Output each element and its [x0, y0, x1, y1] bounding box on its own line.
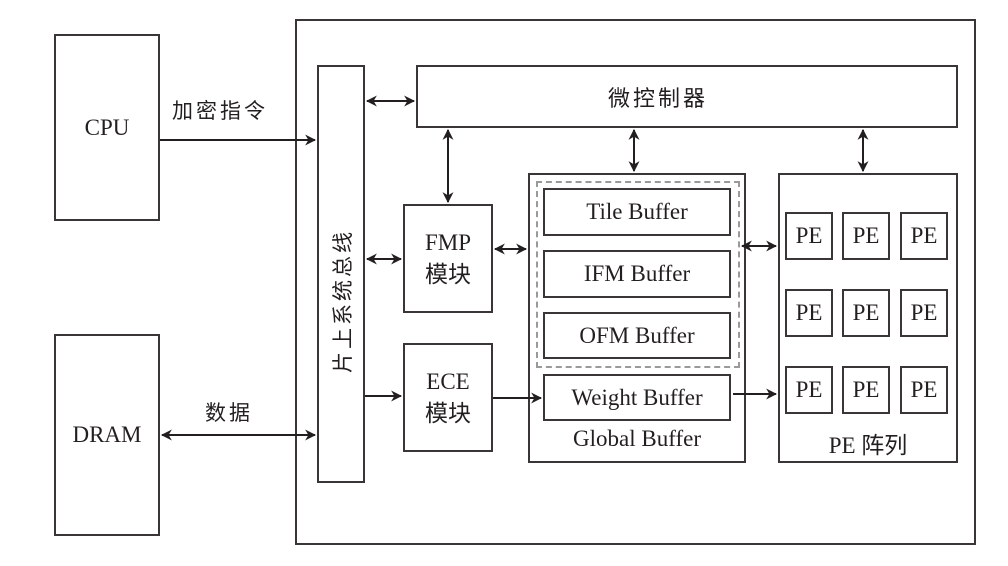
fmp-module-label: 模块: [425, 261, 471, 288]
pe-cell: PE: [785, 366, 833, 414]
pe-cell-label: PE: [852, 377, 880, 402]
pe-cell-label: PE: [795, 300, 823, 325]
system-bus: [317, 65, 365, 483]
cpu-label: CPU: [84, 114, 130, 140]
global-buffer-label: Global Buffer: [573, 426, 701, 451]
pe-cell-label: PE: [910, 223, 938, 248]
pe-cell: PE: [900, 366, 948, 414]
pe-array: [778, 173, 958, 463]
ece-module-label: 模块: [425, 400, 471, 427]
pe-cell: PE: [785, 212, 833, 260]
dram-label: DRAM: [72, 422, 142, 447]
pe-cell: PE: [842, 289, 890, 337]
fmp-label: FMP: [424, 229, 472, 255]
weight-buffer-label: Weight Buffer: [571, 384, 703, 410]
pe-cell-label: PE: [852, 300, 880, 325]
pe-cell: PE: [900, 212, 948, 260]
ece-module: ECE 模块: [403, 343, 493, 452]
microcontroller: 微控制器: [416, 65, 958, 128]
pe-array-label-text: PE 阵列: [828, 433, 908, 458]
pe-cell: PE: [842, 212, 890, 260]
pe-array-label: PE 阵列: [778, 426, 958, 460]
feature-buffer-group: [536, 181, 740, 368]
pe-cell-label: PE: [852, 223, 880, 248]
tile-buffer-label: Tile Buffer: [586, 199, 688, 224]
pe-cell-label: PE: [910, 377, 938, 402]
data-label: 数据: [205, 401, 253, 425]
microcontroller-label: 微控制器: [608, 87, 709, 112]
pe-cell-label: PE: [910, 300, 938, 325]
weight-buffer: Weight Buffer: [543, 374, 731, 421]
pe-cell: PE: [842, 366, 890, 414]
pe-cell-label: PE: [795, 377, 823, 402]
ifm-buffer: IFM Buffer: [543, 250, 731, 298]
encrypt-instruction-label: 加密指令: [172, 99, 268, 123]
ifm-buffer-label: IFM Buffer: [583, 261, 691, 286]
ofm-buffer: OFM Buffer: [543, 312, 731, 359]
ofm-buffer-label: OFM Buffer: [579, 322, 695, 348]
global-buffer: [528, 173, 746, 463]
tile-buffer: Tile Buffer: [543, 188, 731, 236]
ece-label: ECE: [426, 368, 470, 394]
cpu-block: CPU: [54, 34, 160, 221]
dram-block: DRAM: [54, 334, 160, 536]
fmp-module: FMP 模块: [403, 204, 493, 313]
pe-cell-label: PE: [795, 223, 823, 248]
chip-boundary: [295, 19, 976, 545]
pe-cell: PE: [785, 289, 833, 337]
pe-cell: PE: [900, 289, 948, 337]
